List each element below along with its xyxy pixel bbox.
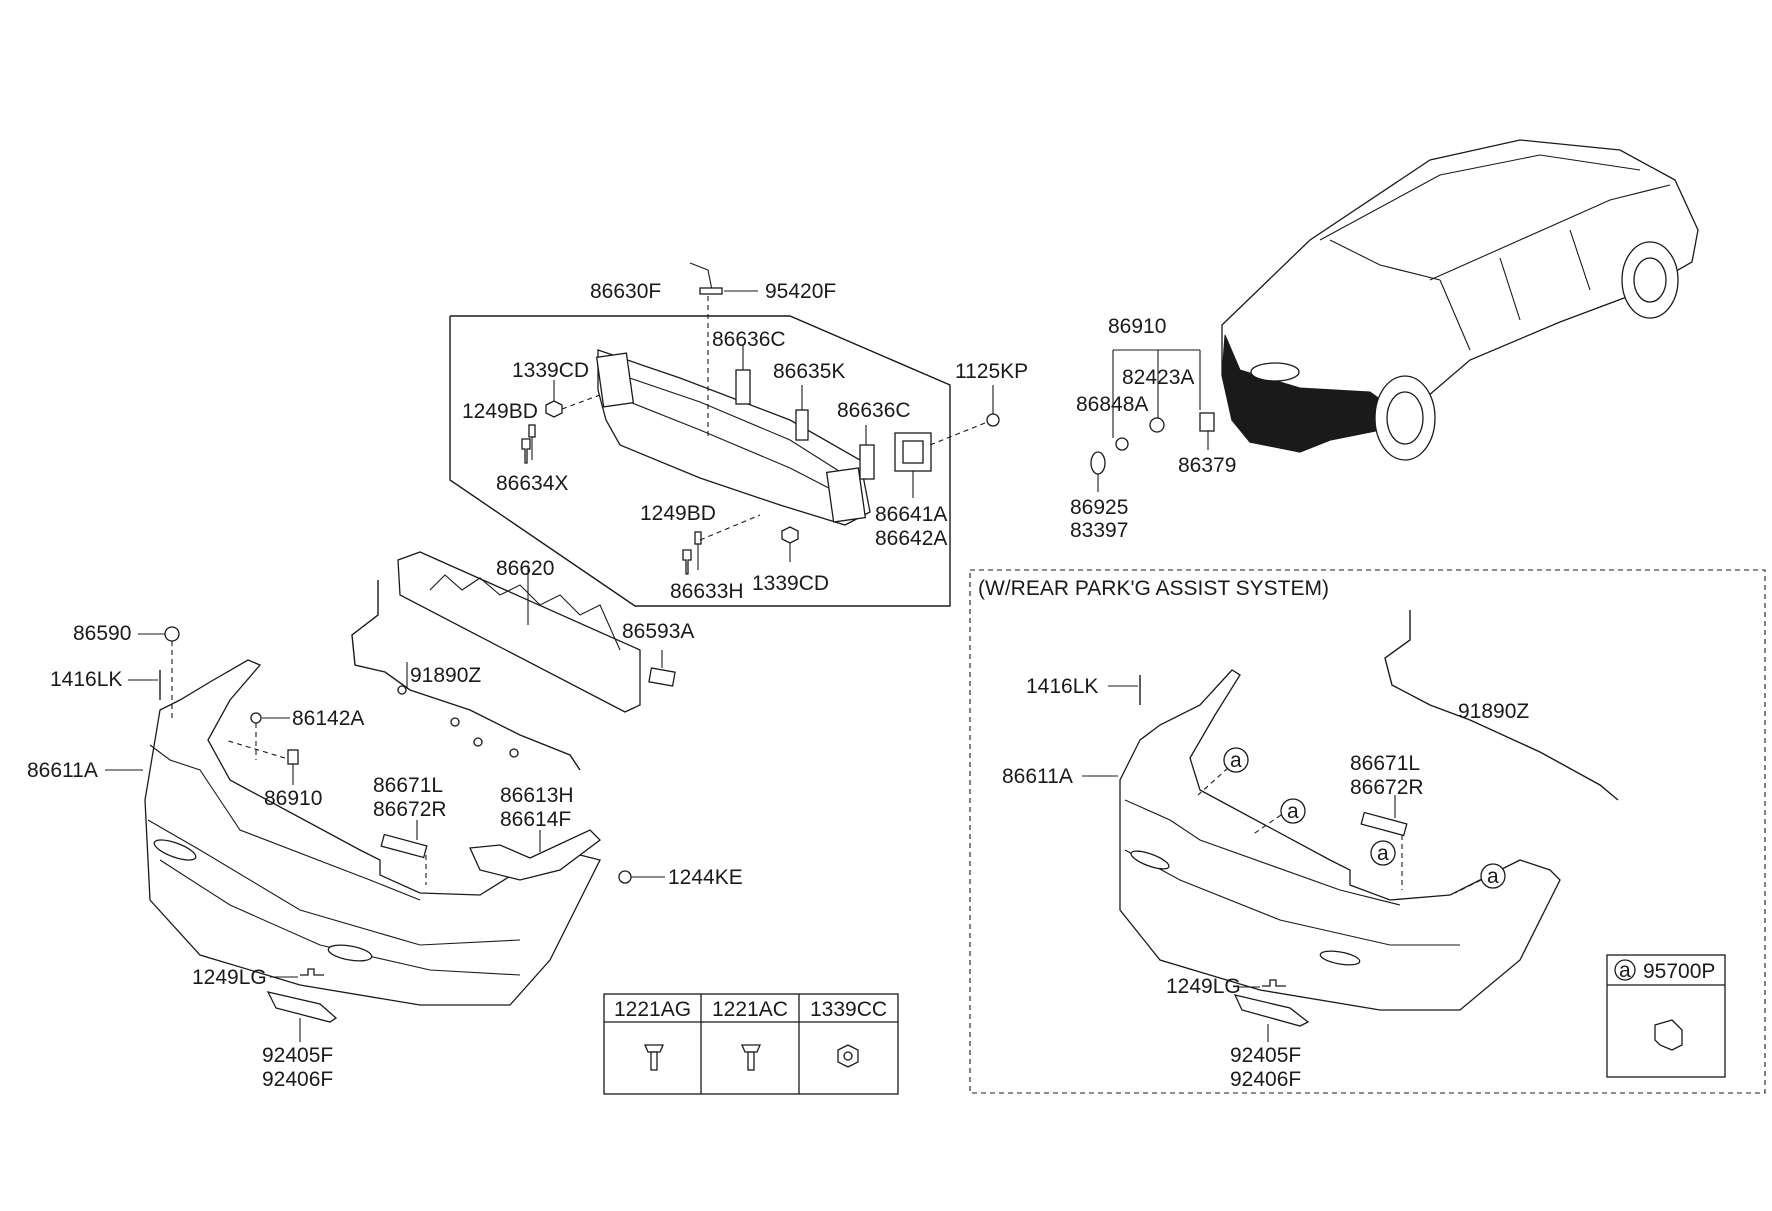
sensor-part-number: 95700P xyxy=(1643,960,1715,983)
label-91890Z: 91890Z xyxy=(410,664,481,687)
label-86611A: 86611A xyxy=(27,759,98,782)
label-95420F: 95420F xyxy=(765,280,836,303)
table-header-1221AC: 1221AC xyxy=(712,998,788,1021)
clip-86634X[interactable] xyxy=(528,424,536,438)
label-86848A: 86848A xyxy=(1076,393,1148,416)
label-86634X: 86634X xyxy=(496,472,568,495)
label-1249BD-a: 1249BD xyxy=(462,400,538,423)
label-92406F-park-assist: 92406F xyxy=(1230,1068,1301,1091)
table-header-1339CC: 1339CC xyxy=(810,998,887,1021)
svg-text:a: a xyxy=(1619,959,1631,982)
svg-text:a: a xyxy=(1487,865,1499,888)
label-83397: 83397 xyxy=(1070,519,1128,542)
label-86641A: 86641A xyxy=(875,503,947,526)
label-86671L: 86671L xyxy=(373,774,443,797)
bracket-86671L[interactable] xyxy=(380,833,428,859)
clip-86633H[interactable] xyxy=(694,531,702,545)
sensor-95420F[interactable] xyxy=(699,287,723,295)
label-86620: 86620 xyxy=(496,557,554,580)
bracket-86613H[interactable] xyxy=(469,829,601,881)
label-86614F: 86614F xyxy=(500,808,571,831)
svg-text:a: a xyxy=(1230,749,1242,772)
bumper-cover-86611A[interactable] xyxy=(144,659,601,1006)
rear-bumper-highlight xyxy=(1221,334,1389,453)
label-1125KP: 1125KP xyxy=(955,360,1028,383)
harness-91890Z[interactable] xyxy=(351,580,581,771)
callout-a-1: a xyxy=(1197,747,1249,796)
label-1416LK-park-assist: 1416LK xyxy=(1026,675,1098,698)
bracket-86636C-a[interactable] xyxy=(735,369,751,405)
label-1249LG: 1249LG xyxy=(192,966,267,989)
bumper-cover-86611A-park-assist[interactable] xyxy=(1119,669,1561,1011)
label-86633H: 86633H xyxy=(670,580,744,603)
vehicle-rear-view xyxy=(1221,139,1699,461)
park-assist-title: (W/REAR PARK'G ASSIST SYSTEM) xyxy=(978,577,1329,600)
label-86672R: 86672R xyxy=(373,798,447,821)
nut-1339CD-b[interactable] xyxy=(781,526,799,544)
label-86671L-park-assist: 86671L xyxy=(1350,752,1420,775)
label-86590: 86590 xyxy=(73,622,131,645)
screw-1221AC-icon xyxy=(741,1044,761,1071)
callout-a-3: a xyxy=(1370,840,1396,866)
label-92405F-park-assist: 92405F xyxy=(1230,1044,1301,1067)
label-86910-a: 86910 xyxy=(264,787,322,810)
pad-86593A[interactable] xyxy=(648,667,676,687)
label-86142A: 86142A xyxy=(292,707,364,730)
label-86630F: 86630F xyxy=(590,280,661,303)
label-86672R-park-assist: 86672R xyxy=(1350,776,1424,799)
label-86636C-a: 86636C xyxy=(712,328,786,351)
label-1244KE: 1244KE xyxy=(668,866,743,889)
label-86635K: 86635K xyxy=(773,360,845,383)
label-86636C-b: 86636C xyxy=(837,399,911,422)
grommet-86848A[interactable] xyxy=(1115,437,1129,451)
parking-sensor-icon xyxy=(1654,1019,1683,1051)
reflector-92405F[interactable] xyxy=(266,991,338,1023)
label-86611A-park-assist: 86611A xyxy=(1002,765,1073,788)
ring-82423A[interactable] xyxy=(1149,417,1165,433)
label-1339CD-b: 1339CD xyxy=(752,572,829,595)
callout-a-4: a xyxy=(1454,863,1506,894)
park-assist-box xyxy=(969,569,1766,1094)
table-header-1221AG: 1221AG xyxy=(614,998,691,1021)
bumper-beam-assembly xyxy=(449,262,1000,607)
label-86925: 86925 xyxy=(1070,496,1128,519)
bolt-1249BD-b[interactable] xyxy=(682,549,692,575)
svg-text:a: a xyxy=(1287,800,1299,823)
cover-86379[interactable] xyxy=(1199,412,1215,432)
reflector-92405F-park-assist[interactable] xyxy=(1233,994,1310,1027)
label-1416LK: 1416LK xyxy=(50,668,122,691)
label-82423A: 82423A xyxy=(1122,366,1194,389)
bumper-beam[interactable] xyxy=(597,349,871,526)
label-92405F: 92405F xyxy=(262,1044,333,1067)
bracket-86635K[interactable] xyxy=(795,409,809,441)
label-1249BD-b: 1249BD xyxy=(640,502,716,525)
callout-a-2: a xyxy=(1251,798,1306,836)
screw-1244KE[interactable] xyxy=(618,870,632,884)
bracket-86671L-park-assist[interactable] xyxy=(1360,811,1408,837)
label-86910-b: 86910 xyxy=(1108,315,1166,338)
label-1249LG-park-assist: 1249LG xyxy=(1166,975,1241,998)
clip-86590[interactable] xyxy=(164,626,180,642)
label-1339CD-a: 1339CD xyxy=(512,359,589,382)
nut-1339CC-icon xyxy=(837,1044,859,1068)
cap-86925[interactable] xyxy=(1090,451,1106,475)
label-86593A: 86593A xyxy=(622,620,694,643)
label-86642A: 86642A xyxy=(875,527,947,550)
svg-text:a: a xyxy=(1377,842,1389,865)
harness-91890Z-park-assist[interactable] xyxy=(1384,610,1619,801)
energy-absorber-86620[interactable] xyxy=(397,551,641,713)
label-91890Z-park-assist: 91890Z xyxy=(1458,700,1529,723)
label-86613H: 86613H xyxy=(500,784,574,807)
screw-1221AG-icon xyxy=(644,1044,664,1071)
nut-1339CD-a[interactable] xyxy=(545,400,563,418)
sensor-95700P-box: a 95700P xyxy=(1606,954,1726,1078)
fastener-table: 1221AG 1221AC 1339CC xyxy=(603,993,899,1095)
bolt-1249BD-a[interactable] xyxy=(521,438,531,464)
bolt-1125KP[interactable] xyxy=(986,413,1000,427)
bracket-86636C-b[interactable] xyxy=(859,444,875,480)
label-92406F: 92406F xyxy=(262,1068,333,1091)
label-86379: 86379 xyxy=(1178,454,1236,477)
